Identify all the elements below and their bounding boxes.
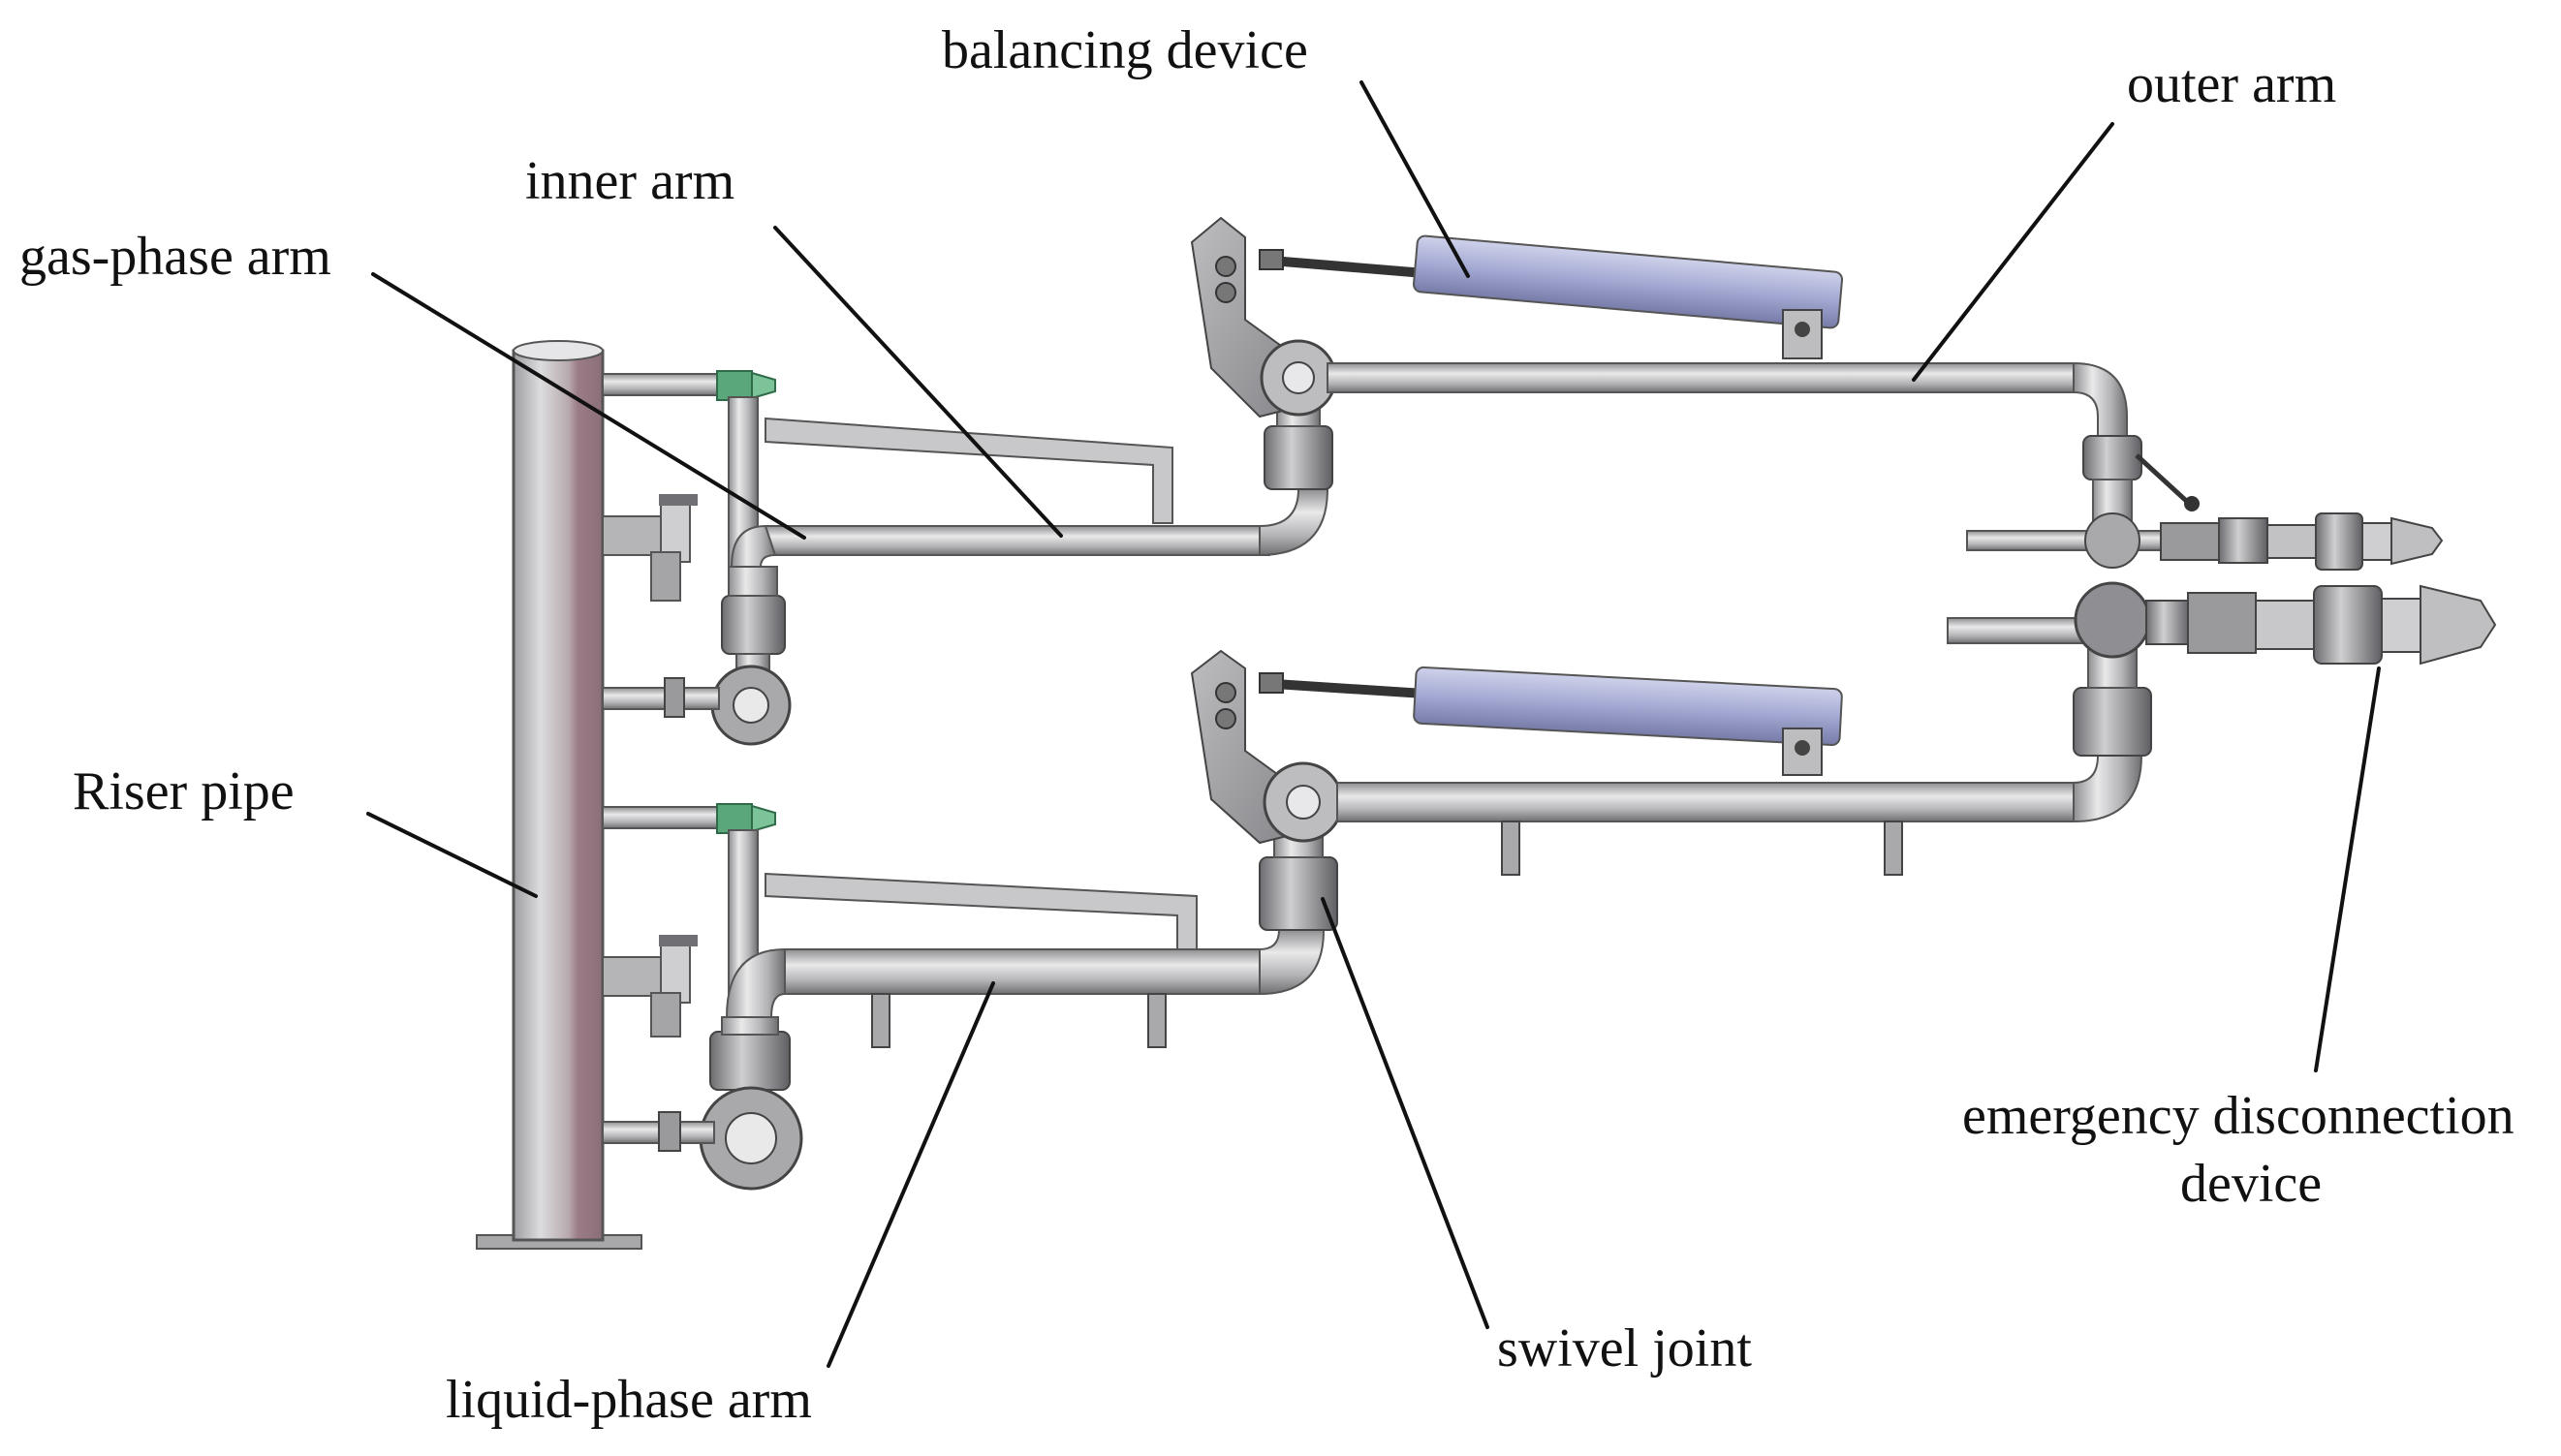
- label-swivel-joint: swivel joint: [1497, 1318, 1752, 1379]
- riser-pipe: [476, 340, 642, 1250]
- label-balancing-device: balancing device: [942, 20, 1308, 80]
- gas-phase-arm-assembly: [602, 216, 2444, 746]
- label-outer-arm: outer arm: [2127, 54, 2336, 114]
- leader-balancing-device: [1359, 80, 1470, 278]
- label-inner-arm: inner arm: [525, 151, 734, 211]
- leader-liquid-phase-arm: [827, 981, 995, 1368]
- label-riser-pipe: Riser pipe: [73, 761, 295, 821]
- liquid-phase-arm-assembly: [602, 581, 2497, 1191]
- green-valve-icon: [716, 370, 776, 401]
- label-emergency-disconnection-line1: emergency disconnection: [1962, 1086, 2514, 1146]
- leader-lines: [366, 80, 2381, 1368]
- leader-outer-arm: [1912, 122, 2114, 382]
- label-emergency-disconnection-line2: device: [2180, 1154, 2322, 1214]
- green-valve-lower-icon: [716, 803, 776, 834]
- label-liquid-phase-arm: liquid-phase arm: [446, 1370, 812, 1430]
- leader-emergency-disconnection: [2314, 666, 2381, 1072]
- leader-gas-phase-arm: [371, 272, 806, 540]
- leader-inner-arm: [773, 226, 1063, 538]
- label-gas-phase-arm: gas-phase arm: [19, 227, 331, 287]
- labels: balancing device outer arm inner arm gas…: [19, 20, 2514, 1430]
- leader-riser-pipe: [366, 812, 538, 898]
- leader-swivel-joint: [1321, 897, 1489, 1329]
